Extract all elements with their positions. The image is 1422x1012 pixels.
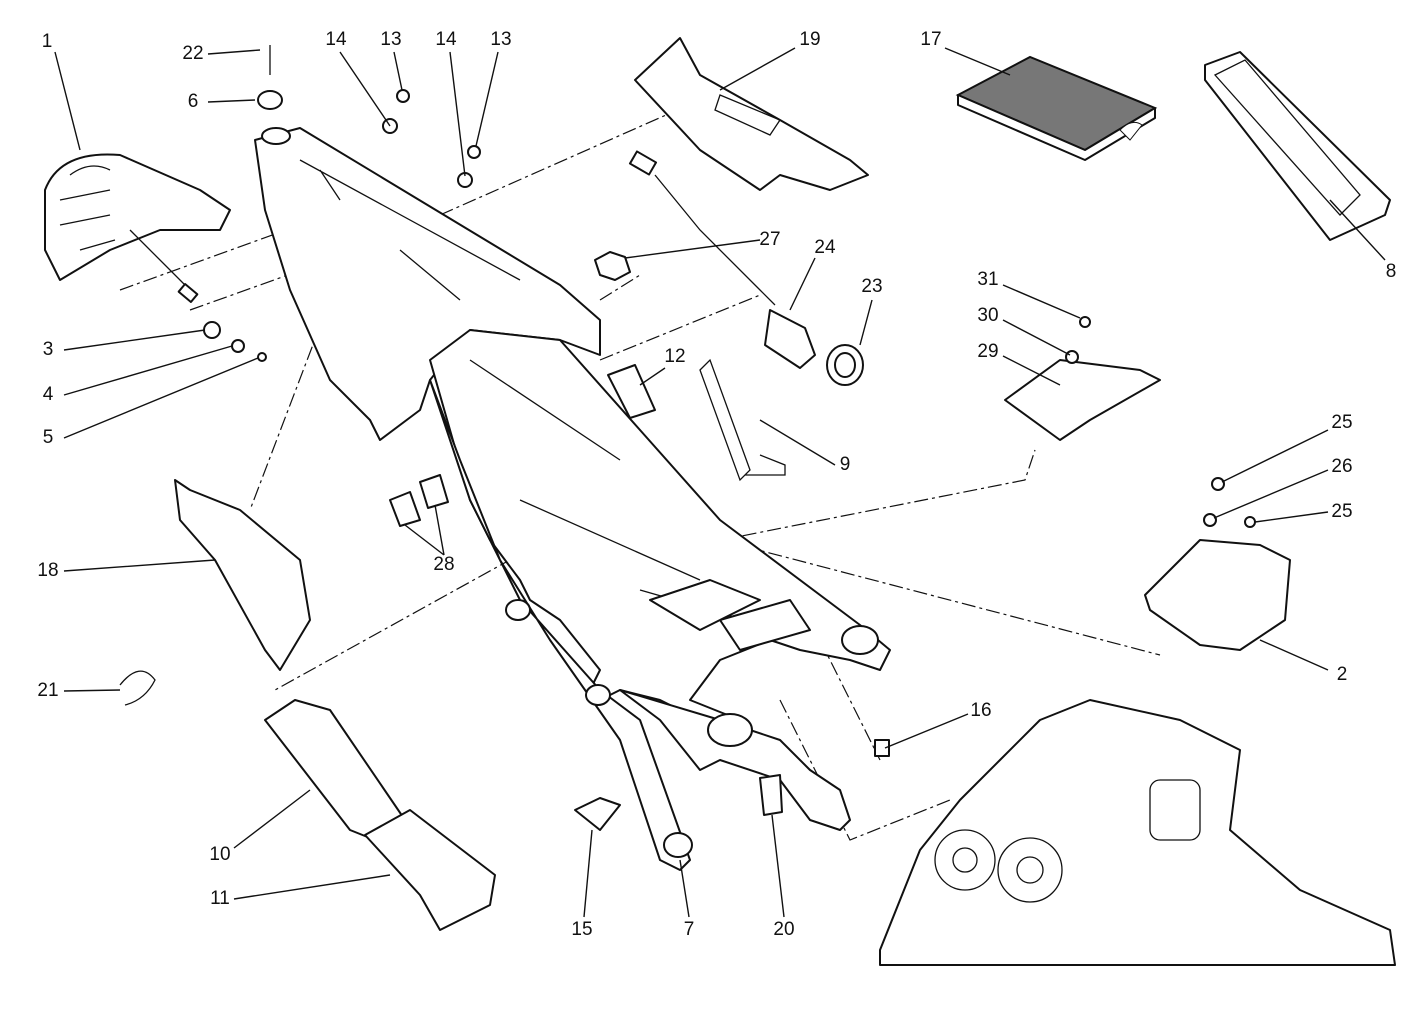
rear-subframe [254, 127, 891, 871]
callout-14b: 14 [435, 29, 457, 50]
callout-25: 25 [1331, 412, 1352, 433]
callout-25b: 25 [1331, 501, 1352, 522]
callout-26: 26 [1331, 456, 1352, 477]
bracket-29 [1004, 359, 1161, 441]
callout-20: 20 [773, 919, 794, 940]
bracket-2 [1144, 539, 1291, 651]
callout-22: 22 [182, 43, 203, 64]
pouch-11 [364, 809, 496, 931]
callout-12: 12 [664, 346, 685, 367]
callout-10: 10 [209, 844, 230, 865]
side-cover-18 [174, 479, 311, 671]
engine-head [879, 699, 1396, 966]
callout-5: 5 [43, 427, 54, 448]
callout-28: 28 [433, 554, 454, 575]
callout-labels: 1 22 6 14 13 14 13 19 17 8 27 24 23 12 9… [37, 29, 1396, 940]
callout-4: 4 [43, 384, 54, 405]
undertail-cover-19 [634, 37, 869, 191]
ducati-cover [1204, 51, 1391, 241]
callout-15: 15 [571, 919, 592, 940]
power-socket [594, 150, 864, 386]
callout-31: 31 [977, 269, 998, 290]
callout-18: 18 [37, 560, 58, 581]
callout-3: 3 [43, 339, 54, 360]
owner-manual [955, 55, 1158, 161]
callout-23: 23 [861, 276, 882, 297]
callout-17: 17 [920, 29, 941, 50]
callout-19: 19 [799, 29, 820, 50]
callout-2: 2 [1337, 664, 1348, 685]
tail-light [44, 153, 231, 303]
callout-14: 14 [325, 29, 347, 50]
callout-30: 30 [977, 305, 998, 326]
callout-16: 16 [970, 700, 991, 721]
clip-16 [874, 739, 890, 757]
callout-21: 21 [37, 680, 58, 701]
callout-7: 7 [684, 919, 695, 940]
fasteners [203, 45, 1256, 528]
callout-13: 13 [380, 29, 401, 50]
callout-24: 24 [814, 237, 836, 258]
label-stickers-28 [389, 474, 449, 527]
callout-8: 8 [1386, 261, 1397, 282]
strap [699, 358, 786, 482]
callout-29: 29 [977, 341, 998, 362]
callout-6: 6 [188, 91, 199, 112]
callout-9: 9 [840, 454, 851, 475]
callout-11: 11 [210, 888, 230, 909]
label-sticker-20 [759, 774, 783, 816]
label-sticker-12 [607, 364, 656, 419]
leader-lines [54, 47, 1386, 918]
callout-1: 1 [42, 31, 53, 52]
clip-21 [119, 670, 156, 706]
holder-10 [264, 699, 406, 841]
callout-27: 27 [759, 229, 780, 250]
callout-13b: 13 [490, 29, 511, 50]
bolt-15 [574, 797, 621, 831]
